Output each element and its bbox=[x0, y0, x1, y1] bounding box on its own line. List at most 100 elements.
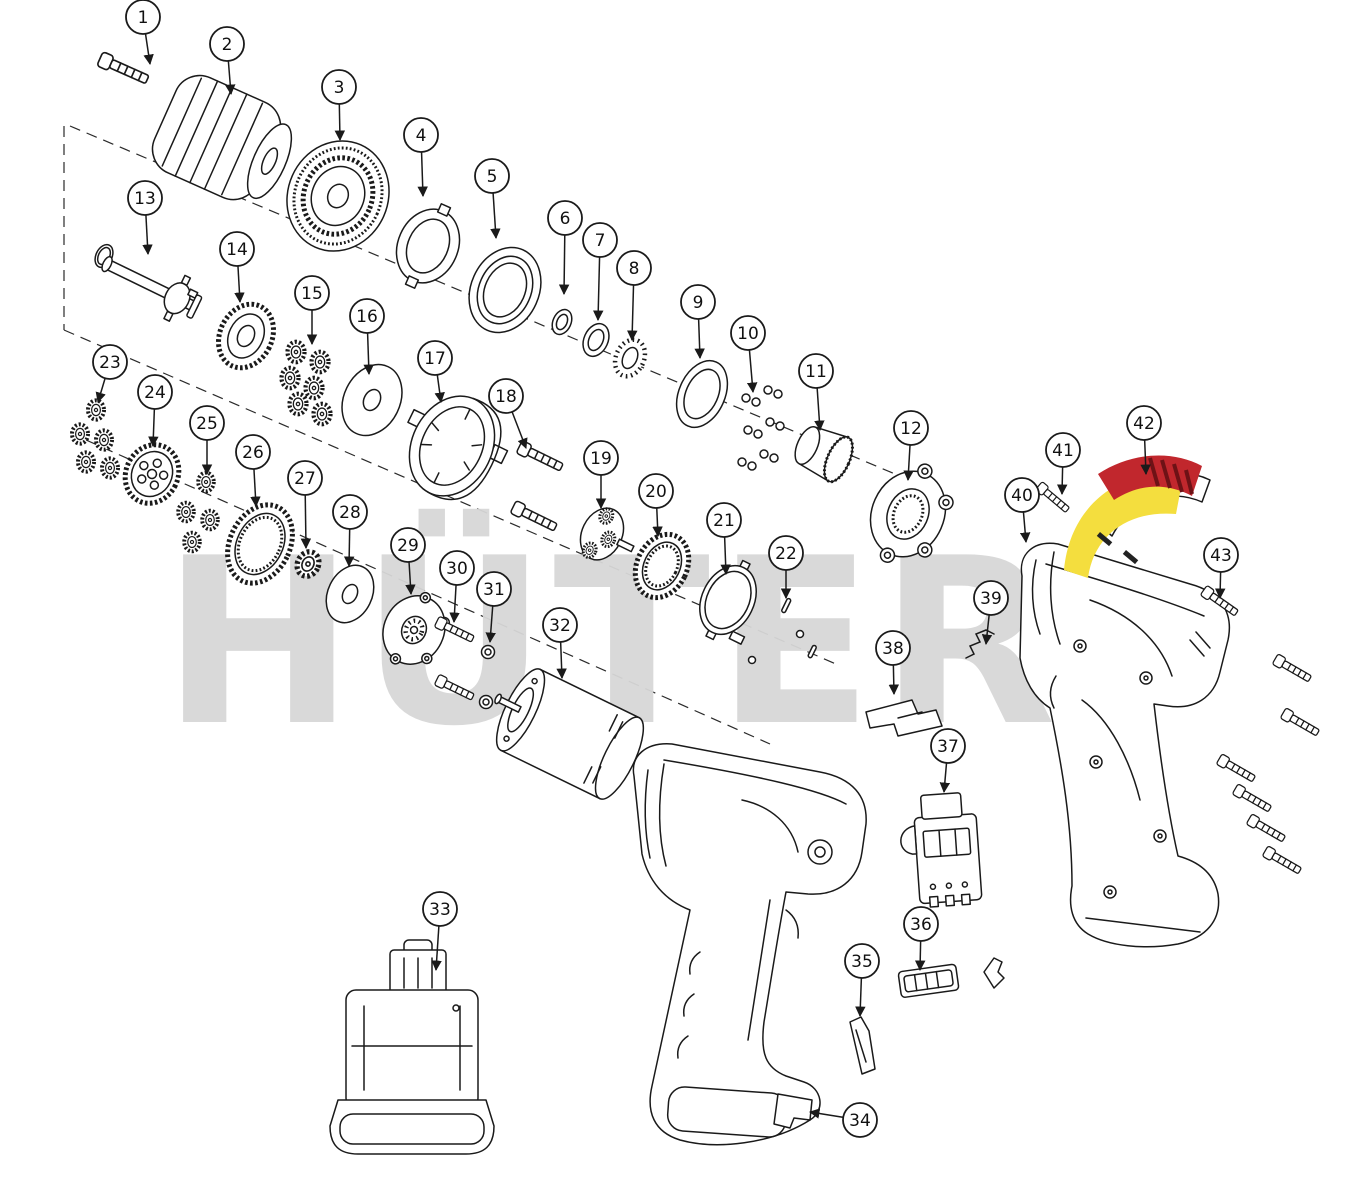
callout-10: 10 bbox=[730, 315, 766, 394]
callout-circle bbox=[189, 405, 225, 441]
callout-circle bbox=[638, 473, 674, 509]
callout-circle bbox=[219, 231, 255, 267]
callout-number: 16 bbox=[356, 307, 378, 327]
part-4-retaining-ring bbox=[395, 203, 461, 289]
callout-number: 23 bbox=[99, 353, 121, 373]
callout-circle bbox=[235, 434, 271, 470]
callout-29: 29 bbox=[390, 527, 426, 596]
part-8-ball-bearing-ring bbox=[612, 337, 648, 379]
part-11-spindle-sleeve bbox=[794, 426, 854, 484]
part-housing-half-right bbox=[1019, 542, 1230, 948]
callout-number: 36 bbox=[910, 915, 932, 935]
callout-circle bbox=[439, 550, 475, 586]
logo-hatching bbox=[1148, 457, 1194, 495]
callout-11: 11 bbox=[798, 353, 834, 432]
callout-14: 14 bbox=[219, 231, 255, 304]
callout-number: 35 bbox=[851, 952, 873, 972]
callout-number: 34 bbox=[849, 1111, 871, 1131]
callout-27: 27 bbox=[287, 460, 323, 550]
huter-logo bbox=[1064, 455, 1202, 578]
callout-number: 28 bbox=[339, 503, 361, 523]
callout-number: 10 bbox=[737, 324, 759, 344]
callout-circle bbox=[706, 502, 742, 538]
part-37-trigger-switch bbox=[900, 792, 983, 908]
callout-28: 28 bbox=[332, 494, 368, 568]
part-15-planet-gears bbox=[282, 342, 331, 424]
callout-circle bbox=[1203, 537, 1239, 573]
callout-circle bbox=[893, 410, 929, 446]
callout-number: 22 bbox=[775, 544, 797, 564]
callout-22: 22 bbox=[768, 535, 804, 600]
callout-circle bbox=[92, 344, 128, 380]
callout-4: 4 bbox=[403, 117, 439, 198]
callout-number: 21 bbox=[713, 511, 735, 531]
callout-number: 2 bbox=[222, 35, 233, 55]
callout-number: 25 bbox=[196, 414, 218, 434]
callout-21: 21 bbox=[706, 502, 742, 576]
logo-yellow-band bbox=[1064, 471, 1184, 578]
callout-30: 30 bbox=[439, 550, 475, 624]
callout-circle bbox=[973, 580, 1009, 616]
callout-1: 1 bbox=[125, 0, 161, 66]
callout-number: 43 bbox=[1210, 546, 1232, 566]
callout-42: 42 bbox=[1126, 405, 1162, 476]
part-13-spindle-shaft bbox=[94, 243, 203, 322]
callout-43: 43 bbox=[1203, 537, 1239, 600]
callout-number: 11 bbox=[805, 362, 827, 382]
part-12-gearbox-end-cap bbox=[869, 463, 954, 563]
callout-37: 37 bbox=[930, 728, 966, 794]
callout-19: 19 bbox=[583, 440, 619, 510]
part-19-planet-carrier bbox=[579, 505, 635, 562]
part-1-screw bbox=[95, 50, 152, 88]
part-21-clutch-plate bbox=[699, 559, 757, 645]
callout-circle bbox=[321, 69, 357, 105]
callout-number: 14 bbox=[226, 240, 248, 260]
callout-circle bbox=[349, 298, 385, 334]
callout-23: 23 bbox=[92, 344, 128, 404]
callout-number: 38 bbox=[882, 639, 904, 659]
part-39-spring bbox=[965, 629, 995, 659]
part-7-washer bbox=[582, 322, 610, 358]
callout-number: 37 bbox=[937, 737, 959, 757]
callout-25: 25 bbox=[189, 405, 225, 476]
callout-circle bbox=[930, 728, 966, 764]
callout-circle bbox=[875, 630, 911, 666]
callout-number: 12 bbox=[900, 419, 922, 439]
callout-number: 6 bbox=[560, 209, 571, 229]
part-31-nuts bbox=[478, 644, 496, 710]
axis-line-2 bbox=[63, 329, 837, 665]
callout-13: 13 bbox=[127, 180, 163, 256]
callout-number: 18 bbox=[495, 387, 517, 407]
callout-17: 17 bbox=[417, 340, 453, 404]
callout-number: 20 bbox=[645, 482, 667, 502]
callout-number: 33 bbox=[429, 900, 451, 920]
callout-number: 31 bbox=[483, 580, 505, 600]
callout-circle bbox=[1004, 477, 1040, 513]
callout-8: 8 bbox=[616, 250, 652, 342]
callout-34: 34 bbox=[808, 1102, 878, 1138]
callout-26: 26 bbox=[235, 434, 271, 508]
callout-7: 7 bbox=[582, 222, 618, 322]
callout-circle bbox=[125, 0, 161, 35]
part-35-lever bbox=[849, 1016, 876, 1075]
parts-layer bbox=[72, 50, 1322, 1155]
callout-circle bbox=[127, 180, 163, 216]
part-23-planet-gears bbox=[72, 400, 118, 477]
part-28-washer bbox=[325, 564, 375, 624]
callout-circle bbox=[476, 571, 512, 607]
callout-number: 42 bbox=[1133, 414, 1155, 434]
callout-circle bbox=[422, 891, 458, 927]
callout-circle bbox=[209, 26, 245, 62]
callout-circle bbox=[294, 275, 330, 311]
part-33-battery-pack bbox=[329, 939, 495, 1155]
callout-24: 24 bbox=[137, 374, 173, 448]
callout-number: 27 bbox=[294, 469, 316, 489]
callout-5: 5 bbox=[474, 158, 510, 240]
part-5-clutch-sleeve bbox=[468, 246, 542, 334]
callout-circle bbox=[488, 378, 524, 414]
callout-18: 18 bbox=[488, 378, 528, 449]
logo-area-screw-2 bbox=[1122, 550, 1139, 565]
callout-number: 19 bbox=[590, 449, 612, 469]
part-34-clip bbox=[773, 1093, 813, 1129]
